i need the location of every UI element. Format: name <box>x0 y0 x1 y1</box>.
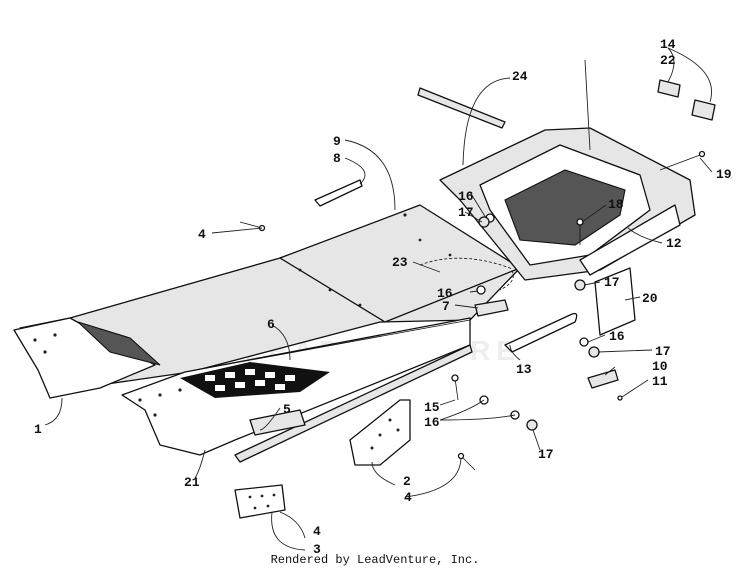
callout-14: 14 <box>660 37 676 52</box>
callout-17-top: 17 <box>458 205 474 220</box>
callout-13: 13 <box>516 362 532 377</box>
rivet-holes <box>33 213 452 417</box>
callout-17-bottom: 17 <box>538 447 554 462</box>
leader-lines <box>44 47 713 551</box>
callout-6: 6 <box>267 317 275 332</box>
tunnel-shadow <box>77 321 161 366</box>
callout-17-trunk: 17 <box>604 275 620 290</box>
left-side-panel <box>13 317 156 399</box>
fold-line <box>184 319 471 373</box>
callout-labels: 1 2 3 4 4 4 5 6 7 8 9 10 11 12 13 14 15 … <box>34 37 732 557</box>
callout-16-top: 16 <box>458 189 474 204</box>
callout-22: 22 <box>660 53 676 68</box>
tunnel-assembly <box>13 204 521 463</box>
callout-23: 23 <box>392 255 408 270</box>
callout-16-mid: 16 <box>437 286 453 301</box>
callout-15: 15 <box>424 400 440 415</box>
bolt-19 <box>659 154 701 171</box>
callout-16-right: 16 <box>609 329 625 344</box>
callout-20: 20 <box>642 291 658 306</box>
callout-11: 11 <box>652 374 668 389</box>
trunk-edge <box>559 144 641 176</box>
callout-7: 7 <box>442 299 450 314</box>
callout-18: 18 <box>608 197 624 212</box>
callout-19: 19 <box>716 167 732 182</box>
lower-runner <box>234 344 473 463</box>
trunk-handle-right <box>579 204 681 276</box>
seat-trunk <box>439 127 706 336</box>
strip-24 <box>417 87 506 129</box>
side-bracket-20 <box>594 267 636 336</box>
callout-9: 9 <box>333 134 341 149</box>
callout-5: 5 <box>283 402 291 417</box>
bracket-2 <box>349 399 411 466</box>
callout-24: 24 <box>512 69 528 84</box>
callout-1: 1 <box>34 422 42 437</box>
callout-4-top: 4 <box>198 227 206 242</box>
callout-3: 3 <box>313 542 321 557</box>
callout-4-bottom: 4 <box>313 524 321 539</box>
callout-4-mid: 4 <box>404 490 412 505</box>
bracket-3 <box>234 484 286 519</box>
reflector-14 <box>691 99 716 121</box>
reflector-22 <box>657 79 681 98</box>
fold-line-2 <box>279 257 386 323</box>
callout-8: 8 <box>333 151 341 166</box>
callout-17-right: 17 <box>655 344 671 359</box>
grab-handle <box>504 312 578 353</box>
callout-2: 2 <box>403 474 411 489</box>
plate-10 <box>587 369 619 389</box>
callout-10: 10 <box>652 359 668 374</box>
callout-21: 21 <box>184 475 200 490</box>
callout-16-bottom: 16 <box>424 415 440 430</box>
callout-12: 12 <box>666 236 682 251</box>
bolt-18-head <box>576 218 584 226</box>
credit-text: Rendered by LeadVenture, Inc. <box>270 553 480 567</box>
trunk-floor <box>504 169 626 246</box>
checkered-decal <box>180 362 330 398</box>
decal-5 <box>249 409 306 436</box>
